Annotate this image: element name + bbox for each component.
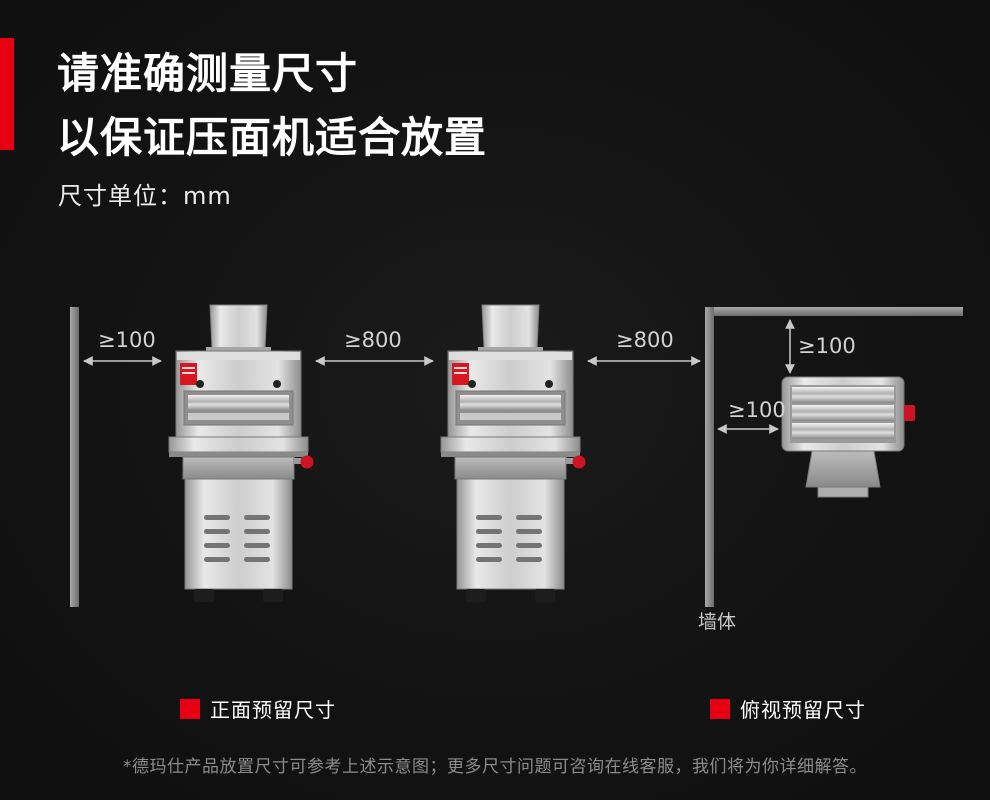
top-view-machine [781, 376, 916, 498]
top-wall [705, 307, 963, 316]
side-wall [705, 307, 714, 607]
front-view-machine-1 [168, 304, 314, 603]
title-line-1: 请准确测量尺寸 [57, 49, 359, 98]
wall-label: 墙体 [698, 611, 736, 633]
dim-machine-gap-2: ≥800 [616, 328, 674, 352]
footer-note: *德玛仕产品放置尺寸可参考上述示意图；更多尺寸问题可咨询在线客服，我们将为你详细… [123, 757, 867, 777]
dim-machine-gap-1: ≥800 [344, 328, 402, 352]
dim-top-wall-gap: ≥100 [798, 334, 856, 358]
front-view-machine-2 [440, 304, 586, 603]
placement-diagram: ≥100 ≥800 ≥800 ≥100 ≥100 墙体 [70, 304, 963, 633]
legend-label-front: 正面预留尺寸 [210, 698, 336, 722]
unit-label: 尺寸单位：mm [58, 182, 232, 210]
left-wall [70, 307, 79, 607]
legend-top-view: 俯视预留尺寸 [710, 694, 866, 723]
accent-bar [0, 38, 14, 150]
legend-swatch-top [710, 698, 730, 719]
page-title: 请准确测量尺寸 以保证压面机适合放置 [57, 42, 487, 170]
title-line-2: 以保证压面机适合放置 [57, 113, 488, 162]
legend-swatch-front [180, 698, 200, 719]
dim-left-wall-gap: ≥100 [98, 328, 156, 352]
legend-label-top: 俯视预留尺寸 [740, 698, 866, 722]
legend-front-view: 正面预留尺寸 [180, 694, 336, 723]
dim-side-wall-gap: ≥100 [728, 398, 786, 422]
